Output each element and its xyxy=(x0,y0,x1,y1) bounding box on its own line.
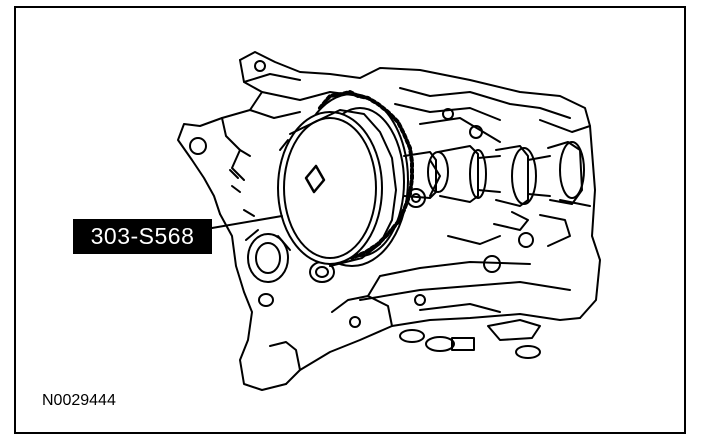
cylinder-head-outline xyxy=(177,51,601,391)
callout-leader-line xyxy=(211,215,283,229)
camshaft xyxy=(403,141,585,207)
figure-id-label: N0029444 xyxy=(42,392,116,409)
tool-callout-label: 303-S568 xyxy=(73,219,212,254)
sprocket-holding-tool xyxy=(277,109,397,267)
